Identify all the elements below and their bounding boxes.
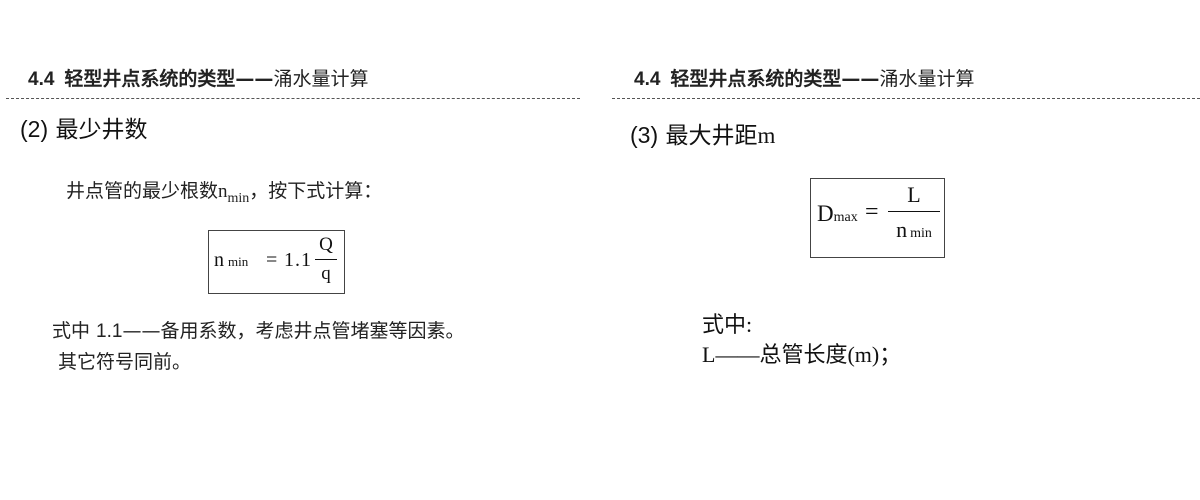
formula2-lhs: Dmax xyxy=(817,201,858,227)
formula2-equals: = xyxy=(865,199,879,225)
right-subtitle-unit: m xyxy=(757,123,776,148)
right-heading: 4.4 轻型井点系统的类型——涌水量计算 xyxy=(634,64,974,91)
formula-denominator: q xyxy=(321,263,331,284)
fraction-bar xyxy=(315,259,337,260)
right-subtitle: (3) 最大井距m xyxy=(630,116,775,150)
formula2-den-var: n xyxy=(896,217,908,242)
left-subtitle-number: (2) xyxy=(20,116,49,142)
right-heading-number: 4.4 xyxy=(634,69,661,90)
formula-coefficient: 1.1 xyxy=(284,249,312,271)
formula-equals: = xyxy=(266,249,278,271)
formula-lhs-var: n xyxy=(214,249,224,271)
formula-lhs-sub: min xyxy=(228,254,249,269)
intro-var: n xyxy=(218,181,228,202)
left-subtitle-text: 最少井数 xyxy=(55,117,148,143)
intro-after: ，按下式计算： xyxy=(249,180,383,202)
fraction2-bar xyxy=(888,211,940,212)
formula2-den-sub: min xyxy=(910,226,932,241)
right-subtitle-text: 最大井距 xyxy=(665,123,758,149)
right-where: 式中: L——总管长度(m)； xyxy=(702,310,901,370)
note-text: ——备用系数，考虑井点管堵塞等因素。 xyxy=(122,320,465,342)
where-line-1: 式中: xyxy=(702,312,753,337)
right-heading-sub: 涌水量计算 xyxy=(879,68,975,90)
left-subtitle: (2) 最少井数 xyxy=(20,110,147,144)
note-prefix: 式中 xyxy=(52,320,97,342)
left-intro-text: 井点管的最少根数nmin，按下式计算： xyxy=(66,176,382,207)
left-note: 式中 1.1——备用系数，考虑井点管堵塞等因素。 其它符号同前。 xyxy=(52,316,464,377)
formula-fraction: Q q xyxy=(315,234,337,285)
right-heading-main: 轻型井点系统的类型—— xyxy=(670,68,880,90)
formula-numerator: Q xyxy=(319,234,333,255)
intro-var-sub: min xyxy=(227,190,250,206)
right-dashed-divider xyxy=(612,98,1200,99)
formula2-lhs-var: D xyxy=(817,201,834,226)
left-heading-main: 轻型井点系统的类型—— xyxy=(64,68,274,90)
formula2-numerator: L xyxy=(907,182,921,207)
note-line-1: 式中 1.1——备用系数，考虑井点管堵塞等因素。 xyxy=(52,316,464,347)
left-heading: 4.4 轻型井点系统的类型——涌水量计算 xyxy=(28,64,368,91)
formula2-lhs-sub: max xyxy=(833,210,858,225)
note-line-2: 其它符号同前。 xyxy=(58,351,192,373)
left-heading-number: 4.4 xyxy=(28,69,55,90)
left-heading-sub: 涌水量计算 xyxy=(273,68,369,90)
note-number: 1.1 xyxy=(96,321,123,342)
where-line-2: L——总管长度(m)； xyxy=(702,342,902,367)
intro-before: 井点管的最少根数 xyxy=(66,180,219,202)
right-subtitle-number: (3) xyxy=(630,122,659,148)
right-slide: 4.4 轻型井点系统的类型——涌水量计算 (3) 最大井距m Dmax = L n… xyxy=(612,0,1200,500)
left-dashed-divider xyxy=(6,98,580,99)
